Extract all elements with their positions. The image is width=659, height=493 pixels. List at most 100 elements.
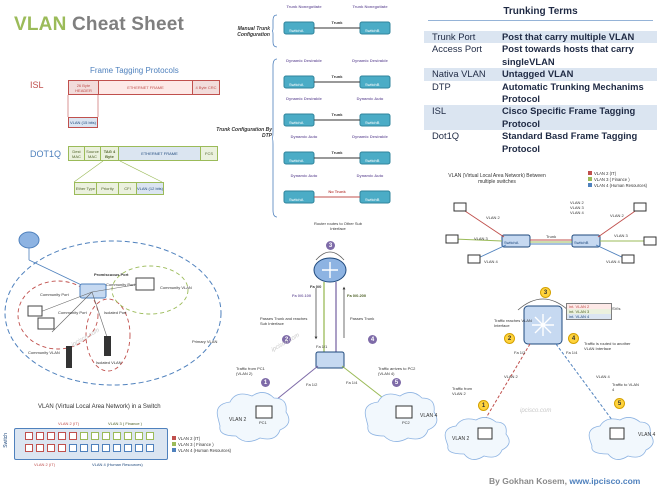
community-port-right-label: Community Port: [106, 282, 135, 287]
isolated-vlan-label: Isolated VLAN: [96, 360, 122, 365]
switch-port: [135, 432, 143, 440]
ms-label-vlan4-right: VLAN 4: [606, 259, 620, 264]
switch-port: [135, 444, 143, 452]
dtp-row: Dynamic Auto Dynamic Auto SwitchA Switch…: [282, 173, 392, 209]
dot1q-dest-mac: Dest MAC: [69, 147, 85, 160]
ros-step5-badge: 5: [392, 378, 401, 387]
ros-pc1-label: PC1: [259, 420, 267, 425]
community-vlan-right-label: Community VLAN: [160, 285, 192, 290]
dtp-trunk-label: Trunk Configuration By DTP: [216, 127, 272, 139]
isl-ethernet-cell: ETHERNET FRAME: [99, 81, 193, 94]
dtp-result: Trunk: [331, 112, 343, 117]
vlan-switch-title: VLAN (Virtual Local Area Network) in a S…: [38, 404, 161, 410]
dtp-switch-b: SwitchB: [365, 82, 380, 87]
switch-port: [80, 444, 88, 452]
l3-step2-text: Traffic reaches VLAN Interface: [494, 318, 532, 328]
switch-port: [124, 444, 132, 452]
switch-port: [146, 432, 154, 440]
dot1q-tag: TAG 4 Byte: [101, 147, 119, 160]
switch-bottom-label-vlan4: VLAN 4 (Human Resources): [92, 462, 143, 467]
trunking-term-desc: Post that carry multiple VLAN: [502, 31, 635, 42]
dtp-switch-a: SwitchA: [289, 82, 304, 87]
l3-link-vlan2: VLAN 2: [504, 374, 518, 379]
label-fa12: Fa 1/2: [306, 382, 318, 387]
ros-step1-text: Traffic from PC1 (VLAN 2): [236, 366, 265, 376]
switch-port: [91, 432, 99, 440]
switch-port: [58, 444, 66, 452]
footer-credit: By Gokhan Kosem, www.ipcisco.com: [489, 476, 641, 486]
dtp-right-mode: Dynamic Desirable: [352, 58, 388, 63]
dtp-right-mode: Trunk Nonegotiate: [352, 4, 388, 9]
community-vlan-left-label: Community VLAN: [28, 350, 60, 355]
ms-switch-b: SwitchB: [574, 240, 589, 245]
dtp-switch-a: SwitchA: [289, 197, 304, 202]
community-port-left-label: Community Port: [40, 292, 69, 297]
primary-vlan-label: Primary VLAN: [192, 339, 218, 344]
l3-step4-badge: 4: [568, 333, 579, 344]
switch-port: [124, 432, 132, 440]
l3-step3-badge: 3: [540, 287, 551, 298]
ros-step4-badge: 4: [368, 335, 377, 344]
l3-step5-text: Traffic to VLAN 4: [612, 382, 639, 392]
page-title: VLAN Cheat Sheet: [14, 14, 185, 35]
footer-link[interactable]: www.ipcisco.com: [569, 476, 641, 486]
ros-step2-text: Passes Trunk and reaches Sub Interface: [260, 316, 308, 326]
router-caption: Router routes to Other Sub Interface: [313, 221, 363, 231]
ms-label-vlan3-right: VLAN 3: [614, 233, 628, 238]
dot1q-tag-detail: Ether Type Priority CFI VLAN (12 bits): [74, 182, 164, 195]
watermark-right: ipcisco.com: [520, 408, 552, 414]
isl-vlan-field: VLAN (15 bits): [68, 117, 98, 128]
switch-port: [113, 444, 121, 452]
l3-cloud-right: VLAN 4: [638, 432, 656, 438]
label-fa00-200: Fa 0/0.200: [347, 293, 367, 298]
switch-port: [80, 432, 88, 440]
switch-port: [102, 432, 110, 440]
ms-trunk-tags: VLAN 2 VLAN 3 VLAN 4: [570, 200, 584, 215]
switch-port: [25, 432, 33, 440]
dot1q-ethernet: ETHERNET FRAME: [119, 147, 201, 160]
ms-label-vlan2-left: VLAN 2: [486, 215, 500, 220]
l3-switch-diagram: [444, 298, 654, 460]
switch-port: [69, 444, 77, 452]
dtp-left-mode: Dynamic Auto: [290, 134, 318, 139]
switch-bottom-label-vlan2: VLAN 2 (IT): [34, 462, 56, 467]
svis-label: SVIs: [612, 306, 621, 311]
trunking-term-desc: Post towards hosts that carry singleVLAN: [502, 43, 634, 67]
dot1q-source-mac: Source MAC: [85, 147, 101, 160]
switch-side-label: Switch: [3, 433, 9, 448]
switch-port: [102, 444, 110, 452]
label-fa14: Fa 1/4: [346, 380, 358, 385]
isl-label: ISL: [30, 80, 44, 90]
dtp-right-mode: Dynamic Desirable: [352, 134, 388, 139]
dtp-switch-b: SwitchB: [365, 120, 380, 125]
trunking-term-desc: Standard Basd Frame Tagging Protocol: [502, 130, 638, 154]
label-fa00: Fa 0/0: [310, 284, 322, 289]
ros-cloud-left: VLAN 2: [229, 417, 247, 423]
l3-step1-text: Traffic from VLAN 2: [452, 386, 473, 396]
dtp-result: No Trunk: [328, 189, 346, 194]
dtp-left-mode: Dynamic Desirable: [286, 96, 322, 101]
isl-header-cell: 26 Byte HEADER: [69, 81, 99, 94]
dtp-left-mode: Trunk Nonegotiate: [286, 4, 322, 9]
promiscuous-port-label: Promiscuous Port: [94, 272, 129, 277]
dtp-row: Trunk Nonegotiate Trunk Nonegotiate Swit…: [282, 4, 392, 40]
frame-tagging-heading: Frame Tagging Protocols: [90, 66, 179, 75]
dtp-switch-b: SwitchB: [365, 158, 380, 163]
isolated-port-label: Isolated Port: [104, 310, 127, 315]
multi-switch-diagram: [445, 202, 657, 264]
l3-step5-badge: 5: [614, 398, 625, 409]
isl-zoom-lines: [67, 95, 99, 117]
switch-port: [69, 432, 77, 440]
ros-step5-text: Traffic arrives to PC2 (VLAN 4): [378, 366, 416, 376]
trunking-term: ISL: [432, 105, 447, 117]
isl-frame: 26 Byte HEADER ETHERNET FRAME 4 Byte CRC: [68, 80, 220, 95]
switch-port: [47, 444, 55, 452]
trunking-term: Dot1Q: [432, 130, 460, 142]
dtp-row: Dynamic Desirable Dynamic Desirable Swit…: [282, 58, 392, 94]
l3-fa14: Fa 1/4: [566, 350, 578, 355]
switch-port: [36, 432, 44, 440]
ms-label-vlan4-left: VLAN 4: [484, 259, 498, 264]
dtp-switch-a: SwitchA: [289, 120, 304, 125]
